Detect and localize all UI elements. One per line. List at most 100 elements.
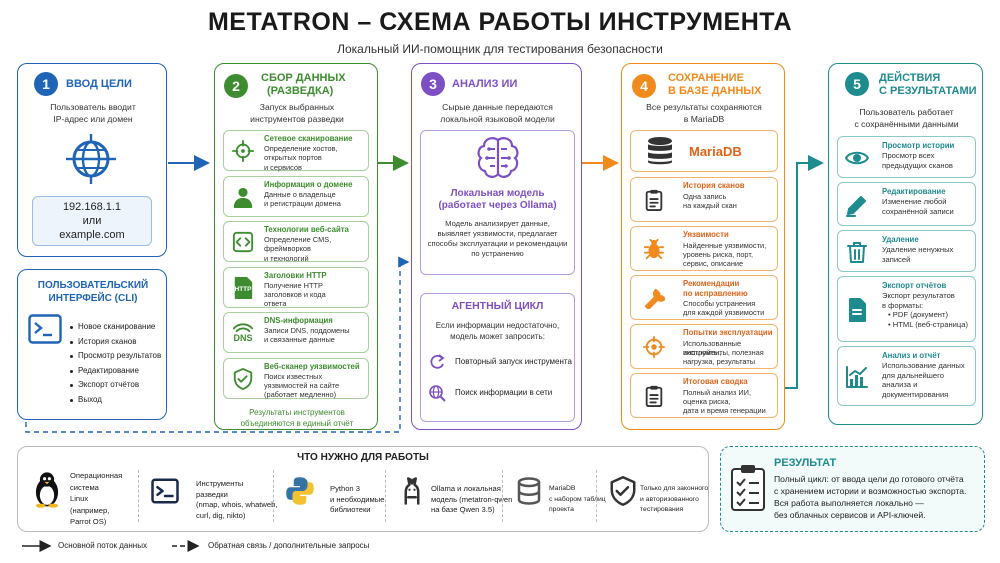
requirement-text: проекта — [549, 506, 574, 514]
recon-tool-desc: Получение HTTP — [264, 280, 323, 290]
recon-tool-desc: и сервисов — [264, 162, 302, 172]
db-table-title: Уязвимости — [683, 230, 729, 239]
requirement-divider — [385, 470, 386, 522]
model-title-1: Локальная модель — [450, 188, 545, 199]
database-icon — [648, 137, 672, 165]
requirement-text: Ollama и локальная — [431, 484, 501, 494]
step2-desc-2: инструментов разведки — [250, 114, 344, 124]
requirement-text: (например, — [70, 505, 110, 515]
cli-menu-bullet — [70, 340, 73, 344]
step1-desc-1: Пользователь вводит — [50, 102, 136, 112]
trash-icon — [847, 242, 867, 263]
step1-desc-2: IP-адрес или домен — [53, 114, 133, 124]
step4-desc-2: в MariaDB — [683, 114, 725, 124]
result-title: РЕЗУЛЬТАТ — [774, 457, 837, 469]
terminal-icon — [151, 478, 179, 504]
db-table-desc: нагрузка, результаты — [683, 357, 756, 367]
cli-menu-bullet — [70, 384, 73, 388]
recon-tool-title: Заголовки HTTP — [264, 270, 327, 280]
cli-menu-item[interactable]: Просмотр результатов — [78, 351, 162, 361]
crosshair-icon — [232, 140, 254, 162]
bug-icon — [643, 238, 665, 260]
requirement-text: (nmap, whois, whatweb, — [196, 500, 278, 509]
cli-menu-item[interactable]: Новое сканирование — [78, 322, 156, 331]
db-table-desc: уровень риска, порт, — [683, 249, 753, 259]
step4-number: 4 — [632, 74, 656, 98]
result-action-desc: анализа и — [882, 380, 918, 390]
requirement-text: Python 3 — [330, 484, 360, 494]
cli-menu-item[interactable]: Выход — [78, 395, 102, 404]
recon-tool-title: Сетевое сканирование — [264, 134, 353, 143]
requirement-text: на базе Qwen 3.5) — [431, 505, 495, 515]
result-action-desc: записей — [882, 254, 911, 264]
recon-tool-desc: и технологий — [264, 253, 309, 263]
step1-number: 1 — [34, 72, 58, 96]
result-action-desc: сохранённой записи — [882, 206, 954, 216]
cli-menu-item[interactable]: История сканов — [78, 336, 137, 346]
requirement-divider — [273, 470, 274, 522]
page-subtitle: Локальный ИИ-помощник для тестирования б… — [337, 42, 663, 56]
db-table-desc: для каждой уязвимости — [683, 308, 765, 318]
brain-icon — [477, 137, 519, 178]
recon-tool-desc: Определение хостов, — [264, 144, 338, 153]
recon-tool-title: Технологии веб-сайта — [264, 225, 349, 234]
example-or: или — [82, 215, 102, 227]
db-table-desc: Найденные уязвимости, — [683, 240, 767, 250]
result-action-desc: для дальнейшего — [882, 370, 944, 380]
step5-number: 5 — [845, 72, 869, 96]
refresh-icon — [430, 354, 445, 369]
cli-menu-item[interactable]: Экспорт отчётов — [78, 380, 140, 390]
page-title: METATRON – СХЕМА РАБОТЫ ИНСТРУМЕНТА — [207, 8, 793, 36]
result-action-desc: Просмотр всех — [882, 151, 935, 160]
requirement-text: Только для законного — [640, 485, 709, 493]
recon-tool-title: Информация о домене — [264, 179, 353, 189]
target-icon — [643, 336, 665, 358]
recon-tool-desc: и регистрации домена — [264, 198, 341, 208]
recon-tool-desc: фреймворков — [264, 244, 311, 254]
db-table-desc: Способы устранения — [683, 299, 756, 308]
db-table-desc: Использованные эксплойты, — [683, 338, 742, 357]
requirement-text: MariaDB — [549, 485, 576, 493]
step2-footer-1: Результаты инструментов — [249, 408, 345, 417]
recon-tool-desc: Записи DNS, поддомены — [264, 326, 350, 335]
agent-item-search: Поиск информации в сети — [455, 388, 553, 397]
cli-menu-bullet — [70, 326, 73, 329]
step5-desc-1: Пользователь работает — [859, 107, 954, 117]
db-table-title: Попытки эксплуатации — [683, 328, 773, 337]
model-desc-1: Модель анализирует данные, — [445, 219, 550, 228]
cli-title-2: ИНТЕРФЕЙС (CLI) — [48, 293, 138, 304]
dns-label: DNS — [233, 333, 253, 343]
recon-tool-desc: заголовков и кода — [264, 289, 326, 299]
step5-card: 5 ДЕЙСТВИЯ С РЕЗУЛЬТАТАМИ Пользователь р… — [828, 63, 983, 425]
eye-icon — [845, 151, 869, 165]
result-action-desc: предыдущих сканов — [882, 160, 953, 170]
step5-title-1: ДЕЙСТВИЯ — [879, 72, 941, 84]
result-line-4: без облачных сервисов и API-ключей. — [774, 510, 926, 520]
cli-card: ПОЛЬЗОВАТЕЛЬСКИЙ ИНТЕРФЕЙС (CLI) Новое с… — [17, 269, 167, 420]
step3-title: АНАЛИЗ ИИ — [452, 78, 518, 90]
step3-number: 3 — [421, 72, 445, 96]
recon-tool-desc: (работает медленно) — [264, 390, 337, 400]
result-line-2: с хранением истории и возможностью экспо… — [774, 486, 967, 496]
result-action-desc: • PDF (документ) — [888, 310, 949, 320]
result-action-desc: • HTML (веб-страница) — [888, 319, 969, 329]
step2-title-1: СБОР ДАННЫХ — [261, 72, 346, 84]
cli-menu-item[interactable]: Редактирование — [78, 365, 139, 375]
recon-tool-title: DNS-информация — [264, 316, 333, 325]
model-desc-2: выявляет уязвимости, предлагает — [437, 229, 558, 238]
result-action-title: Удаление — [882, 235, 919, 244]
mariadb-label: MariaDB — [689, 144, 742, 159]
result-action-desc: Использование данных — [882, 361, 965, 370]
http-doc-icon — [234, 276, 253, 299]
result-action-desc: Экспорт результатов — [882, 291, 955, 300]
step3-card: 3 АНАЛИЗ ИИ Сырые данные передаются лока… — [411, 63, 582, 430]
